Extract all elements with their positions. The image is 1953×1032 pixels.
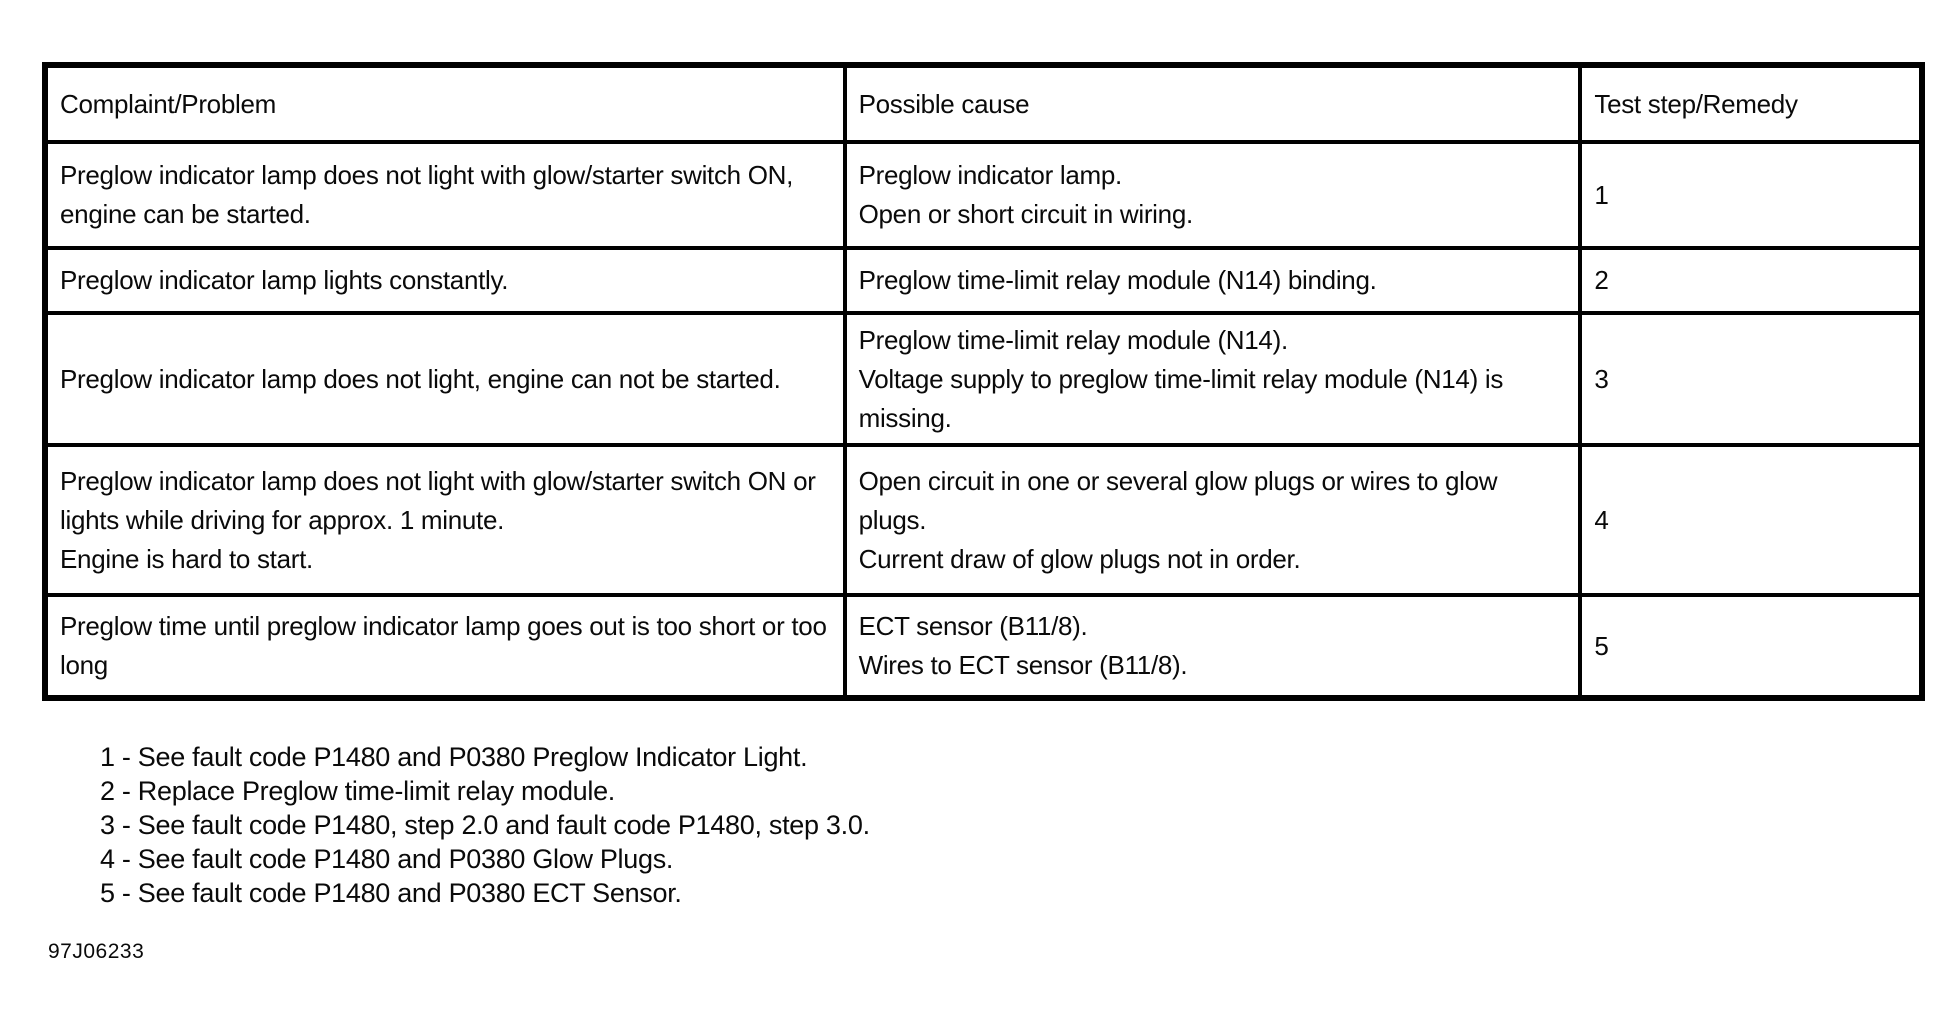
remedy-cell: 3	[1578, 311, 1924, 447]
table-row: Preglow indicator lamp does not light wi…	[43, 140, 1924, 250]
cause-line: ECT sensor (B11/8).	[858, 611, 1088, 641]
complaint-cell: Preglow time until preglow indicator lam…	[43, 593, 847, 700]
troubleshooting-table: Complaint/Problem Possible cause Test st…	[42, 62, 1925, 701]
remedy-cell: 1	[1578, 140, 1924, 250]
cause-line: Open circuit in one or several glow plug…	[858, 465, 1498, 535]
table-row: Preglow time until preglow indicator lam…	[43, 593, 1924, 700]
col-header-remedy: Test step/Remedy	[1578, 63, 1924, 144]
note-line: 4 - See fault code P1480 and P0380 Glow …	[100, 844, 674, 874]
note-line: 3 - See fault code P1480, step 2.0 and f…	[100, 810, 870, 840]
table-row: Preglow indicator lamp does not light wi…	[43, 443, 1924, 597]
cause-line: Preglow indicator lamp.	[858, 160, 1123, 190]
cause-cell: Preglow time-limit relay module (N14). V…	[842, 311, 1583, 447]
col-header-complaint: Complaint/Problem	[43, 63, 847, 144]
complaint-line: Preglow indicator lamp does not light wi…	[60, 160, 794, 229]
complaint-cell: Preglow indicator lamp does not light wi…	[43, 140, 847, 250]
complaint-line: Preglow indicator lamp does not light, e…	[60, 363, 781, 394]
note-line: 2 - Replace Preglow time-limit relay mod…	[100, 776, 615, 806]
cause-line: Current draw of glow plugs not in order.	[858, 543, 1301, 574]
cause-cell: Open circuit in one or several glow plug…	[842, 443, 1583, 597]
cause-cell: Preglow indicator lamp. Open or short ci…	[842, 140, 1583, 250]
remedy-cell: 2	[1578, 246, 1924, 315]
cause-line: Preglow time-limit relay module (N14) bi…	[858, 265, 1377, 295]
complaint-line: Preglow time until preglow indicator lam…	[60, 611, 827, 680]
document-code: 97J06233	[48, 940, 145, 963]
complaint-line: Preglow indicator lamp lights constantly…	[60, 265, 509, 295]
header-row: Complaint/Problem Possible cause Test st…	[43, 63, 1924, 144]
col-header-cause: Possible cause	[842, 63, 1583, 144]
complaint-cell: Preglow indicator lamp does not light, e…	[43, 311, 847, 447]
notes-list: 1 - See fault code P1480 and P0380 Pregl…	[100, 740, 870, 910]
complaint-line: Preglow indicator lamp does not light wi…	[60, 465, 816, 535]
cause-cell: Preglow time-limit relay module (N14) bi…	[842, 246, 1583, 315]
cause-cell: ECT sensor (B11/8). Wires to ECT sensor …	[842, 593, 1583, 700]
complaint-cell: Preglow indicator lamp lights constantly…	[43, 246, 847, 315]
remedy-cell: 4	[1578, 443, 1924, 597]
complaint-cell: Preglow indicator lamp does not light wi…	[43, 443, 847, 597]
note-line: 5 - See fault code P1480 and P0380 ECT S…	[100, 878, 682, 908]
cause-line: Wires to ECT sensor (B11/8).	[858, 650, 1188, 680]
cause-line: Voltage supply to preglow time-limit rel…	[858, 363, 1504, 433]
table-row: Preglow indicator lamp does not light, e…	[43, 311, 1924, 447]
note-line: 1 - See fault code P1480 and P0380 Pregl…	[100, 742, 808, 772]
cause-line: Open or short circuit in wiring.	[858, 199, 1194, 229]
cause-line: Preglow time-limit relay module (N14).	[858, 324, 1289, 355]
complaint-line: Engine is hard to start.	[60, 543, 313, 574]
remedy-cell: 5	[1578, 593, 1924, 700]
table-row: Preglow indicator lamp lights constantly…	[43, 246, 1924, 315]
